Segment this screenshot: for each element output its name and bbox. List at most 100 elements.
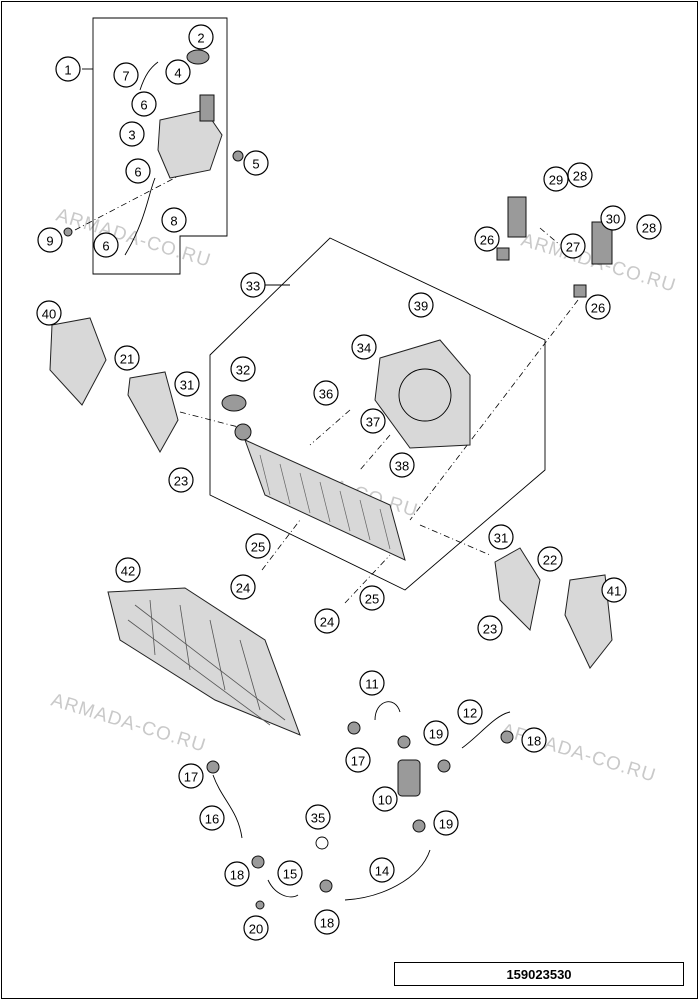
drawing-number: 159023530 [506,966,572,982]
hose-clamp [347,721,361,735]
callout-number: 6 [102,239,109,254]
callout-25: 25 [245,533,271,559]
callout-circle [37,227,63,253]
callout-number: 11 [365,677,379,692]
tank-filler-neck [199,94,215,122]
callout-circle [600,205,626,231]
drawing-number-box: 159023530 [394,962,684,986]
callout-circle [243,150,269,176]
callout-circle [351,334,377,360]
callout-28: 28 [567,162,593,188]
callout-circle [245,533,271,559]
callout-number: 3 [128,128,135,143]
callout-20: 20 [243,915,269,941]
hose-clamp [397,735,411,749]
callout-circle [230,356,256,382]
callout-31: 31 [174,371,200,397]
callout-circle [585,294,611,320]
callout-number: 18 [320,916,334,931]
fan-bracket-left [507,196,527,238]
callout-circle [408,292,434,318]
callout-number: 31 [494,531,508,546]
callout-number: 6 [140,98,147,113]
hose-clamp [412,819,426,833]
callout-circle [636,214,662,240]
spoiler-outer-right [564,574,613,669]
radiator-group-frame [209,237,546,591]
leader-lines [74,68,579,604]
callout-circle [168,467,194,493]
callout-number: 22 [543,553,557,568]
callout-3: 3 [119,121,145,147]
hose-elbow [267,879,299,898]
callout-circle [243,915,269,941]
callout-circle [359,670,385,696]
radiator-filler-neck [234,423,252,441]
callout-number: 4 [174,66,181,81]
callout-number: 24 [320,615,334,630]
hose-clamp [500,730,514,744]
callout-33: 33 [240,272,266,298]
callout-24: 24 [314,608,340,634]
hose-lower-left [212,774,243,839]
hose-parts [206,701,514,910]
body-parts [49,317,613,736]
hose-thermostat-outlet [461,711,511,749]
callout-circle [433,810,459,836]
callout-26: 26 [585,294,611,320]
callout-circle [165,59,191,85]
callout-number: 6 [134,165,141,180]
callout-number: 19 [439,817,453,832]
callout-circle [560,233,586,259]
callout-circle [567,162,593,188]
callout-number: 38 [395,459,409,474]
callout-number: 16 [205,812,219,827]
callout-41: 41 [601,577,627,603]
callout-18: 18 [224,861,250,887]
tank-nut [232,150,244,162]
watermark-text: ARMADA-CO.RU [49,690,209,757]
callout-circle [360,408,386,434]
callout-10: 10 [372,786,398,812]
callout-39: 39 [408,292,434,318]
callout-22: 22 [537,546,563,572]
callout-21: 21 [114,345,140,371]
callout-27: 27 [560,233,586,259]
callout-number: 25 [251,540,265,555]
callout-40: 40 [36,300,62,326]
callout-42: 42 [115,557,141,583]
callout-24: 24 [230,574,256,600]
callout-number: 35 [311,811,325,826]
callout-23: 23 [477,615,503,641]
callout-number: 9 [46,234,53,249]
callout-number: 28 [642,221,656,236]
callout-circle [372,786,398,812]
callout-circle [174,371,200,397]
callout-circle [113,62,139,88]
spoiler-outer-left [49,317,107,406]
callout-circle [36,300,62,326]
callout-circle [114,345,140,371]
callout-number: 23 [483,622,497,637]
callout-38: 38 [389,452,415,478]
callout-number: 32 [236,363,250,378]
callout-number: 33 [246,279,260,294]
callout-number: 14 [375,864,389,879]
callout-18: 18 [521,727,547,753]
callout-circle [389,452,415,478]
hose-upper [374,701,401,721]
callout-number: 41 [607,584,621,599]
callout-14: 14 [369,857,395,883]
callout-number: 31 [180,378,194,393]
callout-circle [477,615,503,641]
callout-circle [314,608,340,634]
callout-circle [601,577,627,603]
watermark-text: ARMADA-CO.RU [499,720,659,787]
callout-9: 9 [37,227,63,253]
callout-circle [199,805,225,831]
tank-vent-hose [139,61,159,91]
callout-15: 15 [277,860,303,886]
callout-circle [115,557,141,583]
